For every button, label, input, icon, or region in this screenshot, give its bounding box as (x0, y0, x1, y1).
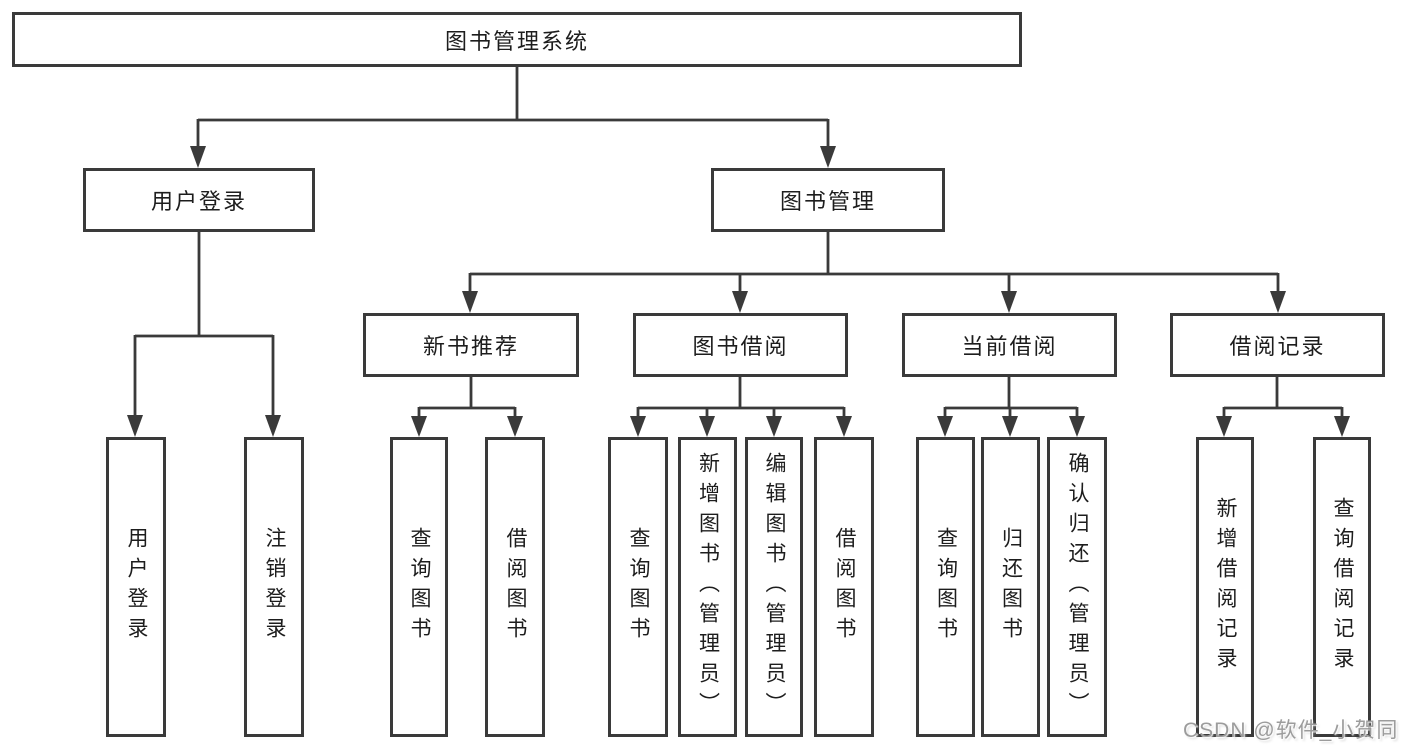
leaf-label: 编辑图书（管理员） (763, 452, 786, 722)
leaf-borrow-books: 借阅图书 (814, 437, 874, 737)
leaf-label: 查询图书 (934, 527, 958, 647)
leaf-confirm-return-admin: 确认归还（管理员） (1047, 437, 1107, 737)
csdn-watermark: CSDN @软件_小贺同学 (1183, 719, 1399, 742)
leaf-label: 查询图书 (627, 527, 650, 647)
node-user-login: 用户登录 (83, 168, 315, 232)
leaf-label: 用户登录 (125, 527, 148, 647)
leaf-label: 新增借阅记录 (1214, 497, 1237, 677)
leaf-add-book-admin: 新增图书（管理员） (678, 437, 737, 737)
leaf-label: 新增图书（管理员） (696, 452, 720, 722)
leaf-label: 注销登录 (263, 527, 286, 647)
node-borrow-records: 借阅记录 (1170, 313, 1385, 377)
leaf-return-book: 归还图书 (981, 437, 1040, 737)
leaf-edit-book-admin: 编辑图书（管理员） (745, 437, 803, 737)
leaf-label: 查询借阅记录 (1331, 497, 1354, 677)
leaf-label: 借阅图书 (833, 527, 856, 647)
node-book-borrow: 图书借阅 (633, 313, 848, 377)
leaf-label: 确认归还（管理员） (1066, 452, 1089, 722)
leaf-query-books-borrow: 查询图书 (608, 437, 668, 737)
leaf-label: 查询图书 (408, 527, 431, 647)
leaf-user-login: 用户登录 (106, 437, 166, 737)
leaf-query-books-current: 查询图书 (916, 437, 975, 737)
leaf-logout: 注销登录 (244, 437, 304, 737)
leaf-query-books-recommend: 查询图书 (390, 437, 448, 737)
node-book-management: 图书管理 (711, 168, 945, 232)
leaf-label: 借阅图书 (504, 527, 527, 647)
node-new-book-recommend: 新书推荐 (363, 313, 579, 377)
node-library-system: 图书管理系统 (12, 12, 1022, 67)
leaf-borrow-books-recommend: 借阅图书 (485, 437, 545, 737)
node-current-borrow: 当前借阅 (902, 313, 1117, 377)
leaf-label: 归还图书 (999, 527, 1023, 647)
leaf-add-borrow-record: 新增借阅记录 (1196, 437, 1254, 737)
leaf-query-borrow-record: 查询借阅记录 (1313, 437, 1371, 737)
